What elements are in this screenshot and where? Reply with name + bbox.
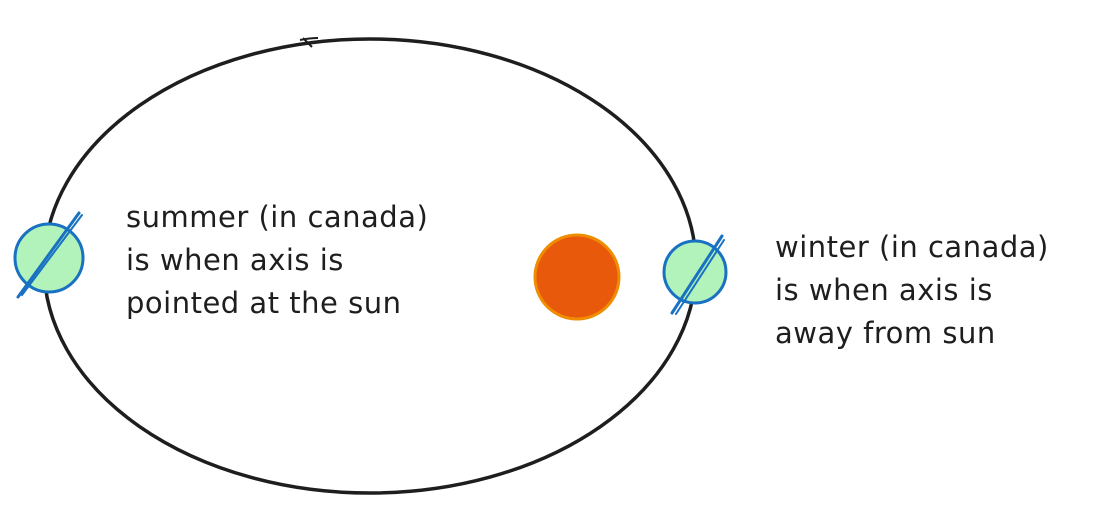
orbit-sketch-tick bbox=[299, 37, 319, 48]
summer-axis-line bbox=[16, 211, 81, 299]
winter-label: winter (in canada) is when axis is away … bbox=[775, 226, 1049, 355]
winter-earth-icon bbox=[662, 234, 728, 315]
summer-label-line-1: summer (in canada) bbox=[126, 200, 429, 234]
summer-label-line-2: is when axis is bbox=[126, 243, 344, 277]
summer-earth-icon bbox=[13, 211, 85, 299]
winter-axis-line bbox=[670, 234, 724, 315]
winter-label-line-3: away from sun bbox=[775, 316, 996, 350]
sun-icon bbox=[533, 233, 621, 321]
summer-label: summer (in canada) is when axis is point… bbox=[126, 196, 428, 325]
winter-label-line-2: is when axis is bbox=[775, 273, 993, 307]
summer-label-line-3: pointed at the sun bbox=[126, 286, 402, 320]
winter-label-line-1: winter (in canada) bbox=[775, 230, 1049, 264]
